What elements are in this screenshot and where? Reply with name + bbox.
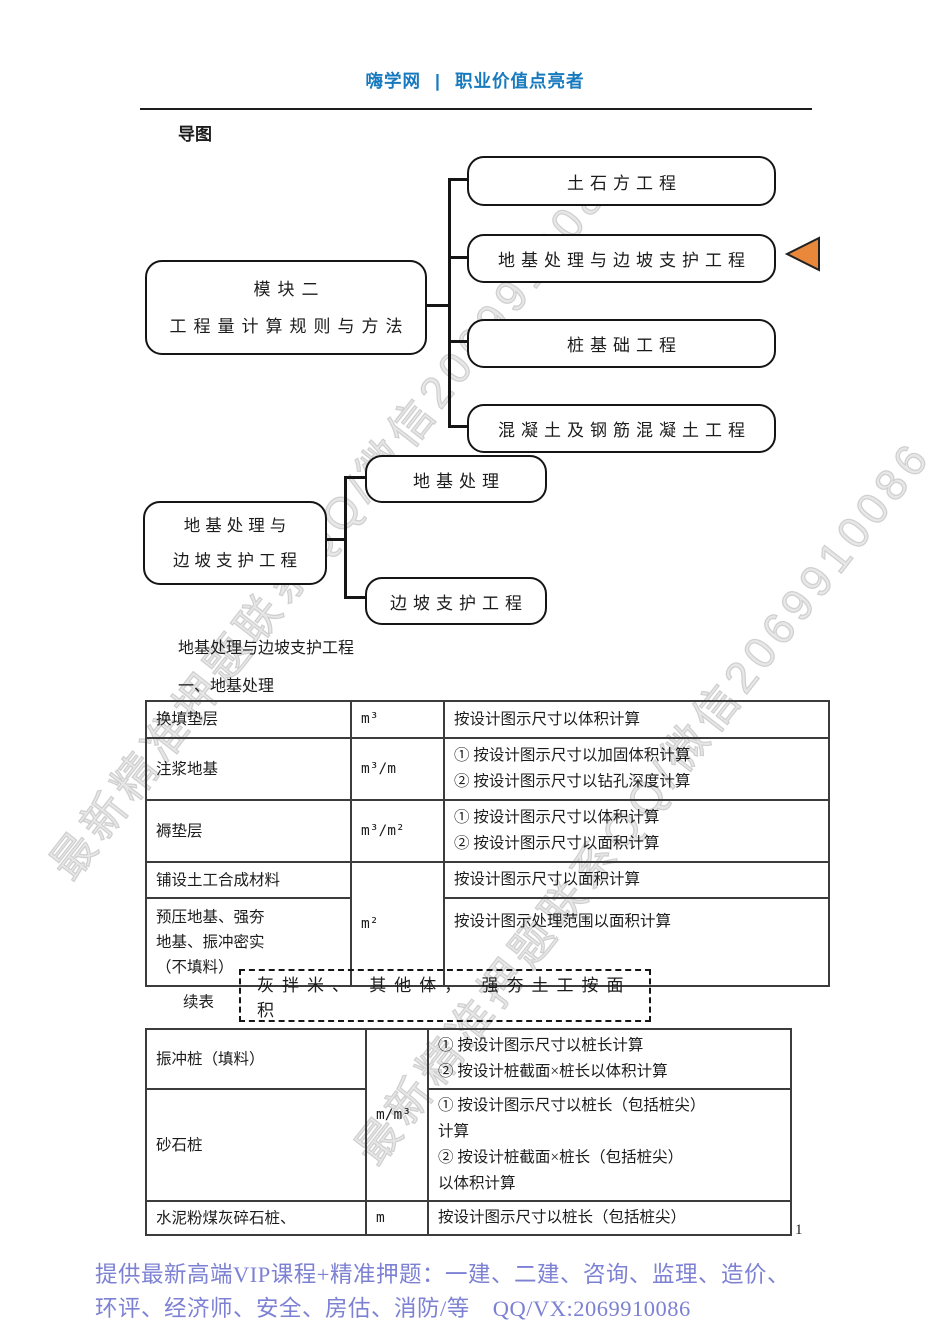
unit-cell-merged: m/m³ [365,1028,429,1202]
promo-footer: 提供最新高端VIP课程+精准押题：一建、二建、咨询、监理、造价、 环评、经济师、… [95,1258,885,1325]
item-cell: 振冲桩（填料） [145,1028,367,1090]
rule-cell: ① 按设计图示尺寸以体积计算 ② 按设计图示尺寸以面积计算 [443,799,830,863]
continued-table-label: 续表 [183,994,215,1011]
table-row: 预压地基、强夯 地基、振冲密实 （不填料） 按设计图示处理范围以面积计算 [145,897,830,987]
mindmap1-branch-line [448,425,468,428]
promo-footer-line1: 提供最新高端VIP课程+精准押题：一建、二建、咨询、监理、造价、 [95,1262,790,1287]
highlight-arrow-icon [784,236,820,272]
item-cell: 水泥粉煤灰碎石桩、 [145,1200,367,1236]
mindmap2-root-line1: 地基处理与 [183,516,292,535]
item-cell: 注浆地基 [145,737,352,801]
mnemonic-note-text: 灰拌米、 其他体， 强夯土工按面积 [257,975,632,1020]
mindmap2-node-slope-support: 边坡支护工程 [365,577,547,625]
promo-footer-line2: 环评、经济师、安全、房估、消防/等 QQ/VX:2069910086 [95,1295,691,1321]
mindmap1-root-connector [423,304,451,307]
mindmap1-branch-line [448,340,468,343]
table-row: 水泥粉煤灰碎石桩、 m 按设计图示尺寸以桩长（包括桩尖） [145,1200,792,1236]
unit-cell: m³/m [350,737,445,801]
rule-line: ① 按设计图示尺寸以体积计算 [454,809,660,826]
rule-cell: 按设计图示尺寸以体积计算 [443,700,830,739]
mindmap2-trunk-line [344,476,347,599]
mindmap2-root-connector [321,538,347,541]
brand-slogan: 职业价值点亮者 [454,71,585,91]
mindmap2-branch-line [344,596,366,599]
page-number: 1 [795,1222,803,1238]
table-row: 铺设土工合成材料 m² 按设计图示尺寸以面积计算 [145,861,830,987]
brand-name: 嗨学网 [365,71,422,91]
mindmap1-branch-line [448,178,468,181]
mindmap1-node-concrete: 混凝土及钢筋混凝土工程 [467,404,776,453]
rule-cell: ① 按设计图示尺寸以桩长（包括桩尖） 计算 ② 按设计桩截面×桩长（包括桩尖） … [427,1088,792,1202]
rule-line: 按设计图示尺寸以桩长（包括桩尖） [438,1209,687,1226]
header-divider [140,108,812,110]
mindmap1-trunk-line [448,178,451,428]
table-row: 换填垫层 m³ 按设计图示尺寸以体积计算 [145,700,830,739]
item-cell: 褥垫层 [145,799,352,863]
table-row: 褥垫层 m³/m² ① 按设计图示尺寸以体积计算 ② 按设计图示尺寸以面积计算 [145,799,830,863]
unit-cell: m³ [350,700,445,739]
unit-cell: m³/m² [350,799,445,863]
item-cell: 铺设土工合成材料 [145,861,352,899]
subsection-title: 一、地基处理 [178,678,275,695]
rule-cell: 按设计图示尺寸以桩长（包括桩尖） [427,1200,792,1236]
rule-line: 以体积计算 [438,1175,516,1192]
rule-line: 计算 [438,1123,470,1140]
mindmap1-node-ground-treatment: 地基处理与边坡支护工程 [467,234,776,283]
rule-cell: ① 按设计图示尺寸以加固体积计算 ② 按设计图示尺寸以钻孔深度计算 [443,737,830,801]
rule-line: 按设计图示尺寸以面积计算 [454,871,641,888]
mindmap1-node-pile-foundation: 桩基础工程 [467,319,776,368]
rule-cell: ① 按设计图示尺寸以桩长计算 ② 按设计桩截面×桩长以体积计算 [427,1028,792,1090]
mindmap2-root-node: 地基处理与 边坡支护工程 [143,501,327,585]
item-line: 预压地基、强夯 [156,908,265,926]
table-row: 振冲桩（填料） m/m³ ① 按设计图示尺寸以桩长计算 ② 按设计桩截面×桩长以… [145,1028,792,1202]
map-section-title: 导图 [178,125,212,144]
item-cell: 预压地基、强夯 地基、振冲密实 （不填料） [145,897,352,987]
mindmap2-node-ground-treatment: 地基处理 [365,455,547,503]
section-title: 地基处理与边坡支护工程 [178,640,355,657]
item-line: 地基、振冲密实 [156,933,265,951]
rule-line: 按设计图示处理范围以面积计算 [454,913,672,930]
mindmap1-root-line2: 工程量计算规则与方法 [169,316,410,336]
rule-line: 按设计图示尺寸以体积计算 [454,710,641,728]
rule-cell: 按设计图示处理范围以面积计算 [443,897,830,987]
rule-line: ② 按设计桩截面×桩长以体积计算 [438,1063,668,1080]
ground-treatment-table: 换填垫层 m³ 按设计图示尺寸以体积计算 注浆地基 m³/m ① 按设计图示尺寸… [145,700,830,987]
mindmap1-branch-line [448,256,468,259]
rule-line: ① 按设计图示尺寸以加固体积计算 [454,747,691,764]
rule-line: ② 按设计桩截面×桩长（包括桩尖） [438,1149,684,1166]
mindmap1-root-line1: 模块二 [253,279,326,299]
rule-line: ② 按设计图示尺寸以钻孔深度计算 [454,773,691,790]
mindmap2-branch-line [344,476,366,479]
mnemonic-note-box: 灰拌米、 其他体， 强夯土工按面积 [239,969,651,1022]
header-separator: | [435,71,441,91]
table-row: 注浆地基 m³/m ① 按设计图示尺寸以加固体积计算 ② 按设计图示尺寸以钻孔深… [145,737,830,801]
unit-cell-merged: m² [350,861,445,987]
site-header: 嗨学网 | 职业价值点亮者 [0,68,950,93]
item-cell: 换填垫层 [145,700,352,739]
rule-line: ② 按设计图示尺寸以面积计算 [454,835,660,852]
mindmap1-node-earthwork: 土石方工程 [467,156,776,206]
mindmap1-root-node: 模块二 工程量计算规则与方法 [145,260,427,355]
mindmap2-root-line2: 边坡支护工程 [173,551,302,570]
unit-cell: m [365,1200,429,1236]
rule-line: ① 按设计图示尺寸以桩长计算 [438,1037,644,1054]
rule-line: ① 按设计图示尺寸以桩长（包括桩尖） [438,1097,706,1114]
table-row: 砂石桩 ① 按设计图示尺寸以桩长（包括桩尖） 计算 ② 按设计桩截面×桩长（包括… [145,1088,792,1202]
pile-works-table: 振冲桩（填料） m/m³ ① 按设计图示尺寸以桩长计算 ② 按设计桩截面×桩长以… [145,1028,792,1236]
rule-cell: 按设计图示尺寸以面积计算 [443,861,830,899]
item-line: （不填料） [156,958,234,976]
item-cell: 砂石桩 [145,1088,367,1202]
